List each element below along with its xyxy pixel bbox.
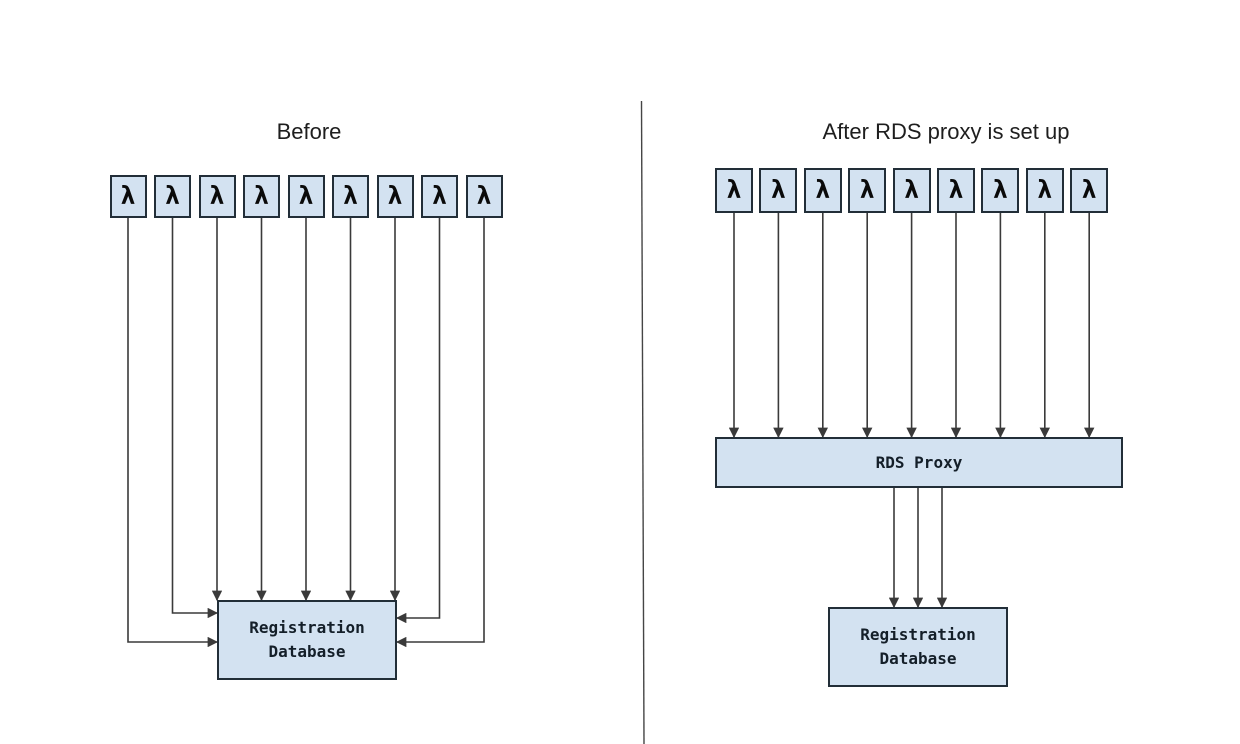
lambda-box: λ xyxy=(243,175,280,218)
rds-proxy-box: RDS Proxy xyxy=(715,437,1123,488)
lambda-box: λ xyxy=(848,168,887,213)
lambda-icon: λ xyxy=(859,175,875,204)
right-database-label: Registration Database xyxy=(860,625,976,668)
lambda-box: λ xyxy=(465,175,503,218)
lambda-box: λ xyxy=(892,168,931,213)
lambda-box: λ xyxy=(1070,168,1109,213)
panel-divider xyxy=(640,100,645,744)
lambda-icon: λ xyxy=(948,175,964,204)
left-panel-title: Before xyxy=(276,119,342,144)
lambda-box: λ xyxy=(803,168,842,213)
lambda-icon: λ xyxy=(904,175,920,204)
lambda-icon: λ xyxy=(770,175,786,204)
lambda-box: λ xyxy=(981,168,1020,213)
lambda-icon: λ xyxy=(1037,175,1053,204)
lambda-box: λ xyxy=(109,175,147,218)
lambda-box: λ xyxy=(715,168,753,213)
rds-proxy-label: RDS Proxy xyxy=(875,452,963,472)
lambda-box: λ xyxy=(1025,168,1064,213)
lambda-box: λ xyxy=(332,175,369,218)
right-database-box: Registration Database xyxy=(828,607,1008,687)
lambda-box: λ xyxy=(198,175,236,218)
lambda-icon: λ xyxy=(992,175,1008,204)
right-panel-title: After RDS proxy is set up xyxy=(822,119,1070,144)
lambda-icon: λ xyxy=(815,175,831,204)
left-database-box: Registration Database xyxy=(217,600,397,680)
lambda-icon: λ xyxy=(1081,175,1097,204)
lambda-box: λ xyxy=(759,168,798,213)
lambda-box: λ xyxy=(937,168,975,213)
left-database-label: Registration Database xyxy=(249,618,365,661)
connector-arrow xyxy=(395,218,441,624)
connector-arrow xyxy=(127,218,219,648)
connector-arrow xyxy=(395,218,485,648)
lambda-box: λ xyxy=(421,175,458,218)
lambda-box: λ xyxy=(287,175,325,218)
connector-arrow xyxy=(171,218,219,619)
lambda-box: λ xyxy=(376,175,414,218)
lambda-icon: λ xyxy=(476,181,492,210)
lambda-icon: λ xyxy=(253,181,270,210)
lambda-icon: λ xyxy=(431,181,448,210)
lambda-icon: λ xyxy=(120,181,136,210)
lambda-icon: λ xyxy=(726,175,742,204)
lambda-icon: λ xyxy=(209,181,225,210)
lambda-icon: λ xyxy=(298,181,314,210)
lambda-icon: λ xyxy=(164,181,181,210)
lambda-box: λ xyxy=(154,175,191,218)
lambda-icon: λ xyxy=(342,181,359,210)
lambda-icon: λ xyxy=(387,181,403,210)
